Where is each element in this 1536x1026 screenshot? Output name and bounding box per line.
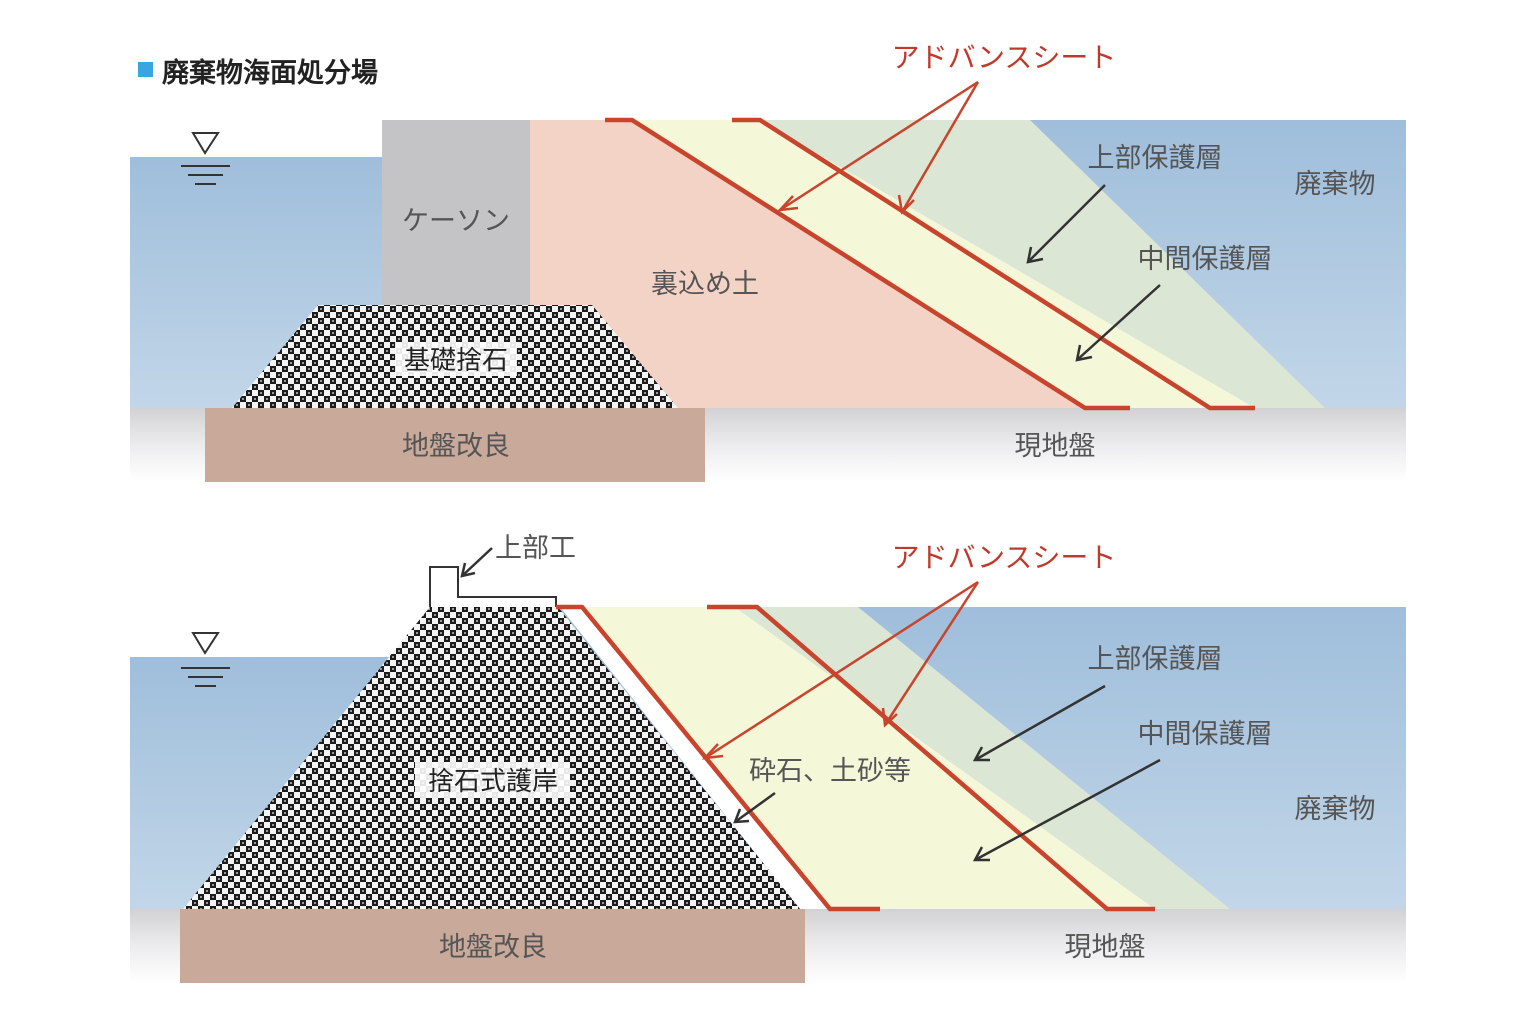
bottom-superstructure-label: 上部工 xyxy=(495,533,576,564)
top-backfill xyxy=(530,120,1085,408)
bottom-advance-sheet-label: アドバンスシート xyxy=(892,541,1117,574)
bottom-middle-protection-label: 中間保護層 xyxy=(1138,719,1273,750)
bottom-advance-sheet-upper xyxy=(707,604,1155,912)
bottom-gravel-sand-zone xyxy=(560,607,830,909)
top-advance-sheet-label: アドバンスシート xyxy=(892,41,1117,74)
bottom-gravel-sand-label: 砕石、土砂等 xyxy=(749,756,911,787)
top-upper-protection-layer xyxy=(740,120,1325,408)
bottom-diagram: 上部工 捨石式護岸 砕石、土砂等 地盤改良 現地盤 アドバンスシート 上部保護層… xyxy=(130,533,1406,983)
top-water-level-icon xyxy=(181,132,230,185)
top-rubble-foundation-label: 基礎捨石 xyxy=(404,346,508,376)
top-advance-sheet-upper xyxy=(732,117,1255,411)
bottom-advance-sheet-arrows xyxy=(701,580,980,760)
bottom-rubble-revetment xyxy=(183,607,800,909)
top-caisson xyxy=(382,120,530,305)
top-upper-protection-label: 上部保護層 xyxy=(1088,143,1223,174)
top-middle-protection-label: 中間保護層 xyxy=(1138,244,1273,275)
top-diagram: ケーソン 裏込め土 基礎捨石 地盤改良 現地盤 アドバンスシート 上部保護層 中… xyxy=(130,41,1406,482)
bottom-existing-ground-label: 現地盤 xyxy=(1065,932,1146,963)
bottom-superstructure xyxy=(429,566,557,607)
bottom-water-level-icon xyxy=(181,632,230,687)
bottom-waste-label: 廃棄物 xyxy=(1295,794,1376,825)
bottom-ground-improvement-label: 地盤改良 xyxy=(439,932,547,963)
top-layer-arrows xyxy=(1026,184,1161,362)
top-ground-improvement-label: 地盤改良 xyxy=(402,431,510,462)
bottom-layer-arrows xyxy=(733,684,1161,862)
bottom-superstructure-arrow xyxy=(460,547,493,578)
bottom-ground-improvement xyxy=(180,909,805,983)
bottom-rubble-revetment-label: 捨石式護岸 xyxy=(428,767,558,797)
bottom-upper-protection-layer xyxy=(735,607,1230,909)
top-caisson-label: ケーソン xyxy=(402,206,510,237)
diagram-title: 廃棄物海面処分場 xyxy=(162,57,378,89)
bottom-upper-protection-label: 上部保護層 xyxy=(1088,644,1223,675)
bottom-middle-protection-layer xyxy=(582,607,1155,909)
top-advance-sheet-arrows xyxy=(776,80,980,215)
title-bullet-icon xyxy=(138,62,153,77)
top-advance-sheet-lower xyxy=(605,117,1130,411)
top-ground-improvement xyxy=(205,408,705,482)
top-existing-ground-label: 現地盤 xyxy=(1015,431,1096,462)
top-waste-label: 廃棄物 xyxy=(1295,169,1376,200)
top-backfill-label: 裏込め土 xyxy=(651,269,759,300)
